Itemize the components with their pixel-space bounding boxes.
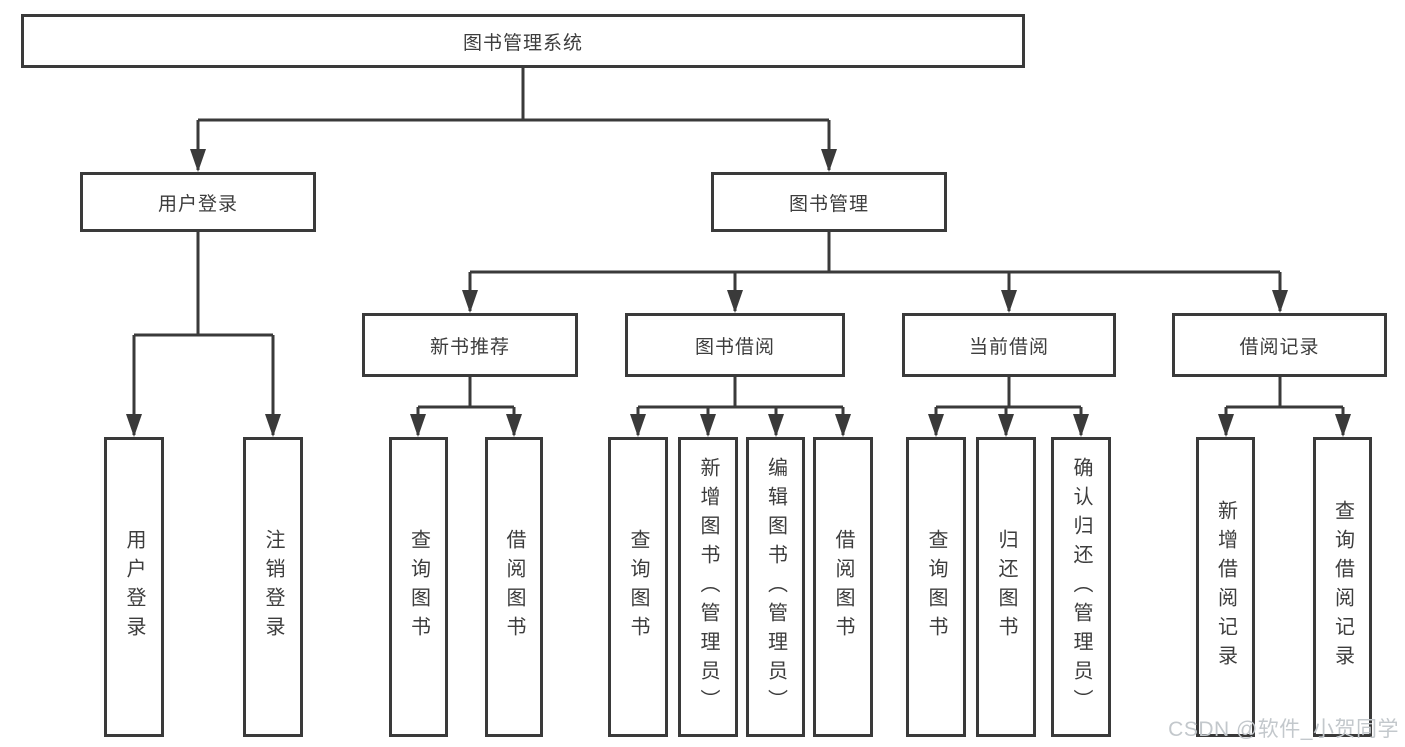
leaf-query-borrow-record: 查询借阅记录 xyxy=(1313,437,1372,737)
node-root-system: 图书管理系统 xyxy=(21,14,1025,68)
node-user-login: 用户登录 xyxy=(80,172,316,232)
node-new-book-recommend: 新书推荐 xyxy=(362,313,578,377)
node-label: 借阅记录 xyxy=(1239,336,1320,358)
leaf-add-book-admin: 新增图书（管理员） xyxy=(678,437,738,737)
leaf-label: 新增借阅记录 xyxy=(1214,500,1237,674)
leaf-label: 借阅图书 xyxy=(503,529,525,645)
node-label: 新书推荐 xyxy=(429,336,510,358)
leaf-label: 查询图书 xyxy=(627,529,649,645)
leaf-user-login: 用户登录 xyxy=(104,437,164,737)
leaf-label: 归还图书 xyxy=(995,529,1017,645)
node-borrow-record: 借阅记录 xyxy=(1172,313,1387,377)
leaf-label: 查询借阅记录 xyxy=(1331,500,1354,674)
node-label: 用户登录 xyxy=(157,193,238,215)
leaf-label: 用户登录 xyxy=(123,529,145,645)
node-book-borrow: 图书借阅 xyxy=(625,313,845,377)
leaf-confirm-return-admin: 确认归还（管理员） xyxy=(1051,437,1111,737)
leaf-add-borrow-record: 新增借阅记录 xyxy=(1196,437,1255,737)
node-book-management: 图书管理 xyxy=(711,172,947,232)
leaf-return-books: 归还图书 xyxy=(976,437,1036,737)
leaf-query-books-borrow: 查询图书 xyxy=(608,437,668,737)
node-label: 图书借阅 xyxy=(694,336,775,358)
leaf-label: 编辑图书（管理员） xyxy=(764,456,787,718)
leaf-label: 新增图书（管理员） xyxy=(697,456,719,718)
leaf-borrow-books: 借阅图书 xyxy=(813,437,873,737)
leaf-edit-book-admin: 编辑图书（管理员） xyxy=(746,437,805,737)
node-label: 当前借阅 xyxy=(968,336,1049,358)
leaf-label: 查询图书 xyxy=(407,529,430,645)
node-label: 图书管理 xyxy=(788,193,869,215)
leaf-label: 借阅图书 xyxy=(832,529,854,645)
node-current-borrow: 当前借阅 xyxy=(902,313,1116,377)
leaf-label: 注销登录 xyxy=(262,529,284,645)
leaf-query-books-current: 查询图书 xyxy=(906,437,966,737)
leaf-label: 确认归还（管理员） xyxy=(1070,456,1092,718)
node-label: 图书管理系统 xyxy=(462,32,583,54)
leaf-label: 查询图书 xyxy=(925,529,947,645)
leaf-logout-login: 注销登录 xyxy=(243,437,303,737)
leaf-borrow-books-recommend: 借阅图书 xyxy=(485,437,543,737)
leaf-query-books-recommend: 查询图书 xyxy=(389,437,448,737)
